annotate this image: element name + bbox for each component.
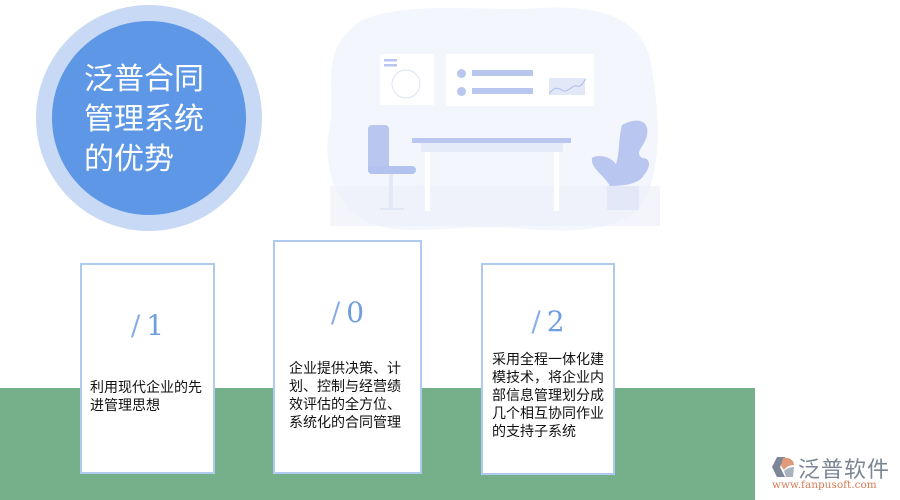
advantage-card-2: /0 企业提供决策、计划、控制与经营绩效评估的全方位、系统化的合同管理 bbox=[273, 240, 422, 474]
fanpu-logo: 泛普软件 www.fanpusoft.com bbox=[768, 452, 900, 496]
fanpu-logo-icon bbox=[772, 457, 794, 477]
slash-decoration: / bbox=[330, 296, 341, 329]
logo-url: www.fanpusoft.com bbox=[772, 479, 877, 491]
card-description: 采用全程一体化建模技术，将企业内部信息管理划分成几个相互协同作业的支持子系统 bbox=[492, 352, 604, 440]
office-illustration bbox=[327, 7, 660, 231]
advantage-card-3: /2 采用全程一体化建模技术，将企业内部信息管理划分成几个相互协同作业的支持子系… bbox=[481, 263, 615, 475]
title-line-1: 泛普合同 bbox=[84, 62, 204, 97]
title-line-2: 管理系统 bbox=[84, 102, 204, 137]
slash-decoration: / bbox=[130, 309, 141, 342]
card-number-value: 2 bbox=[546, 305, 565, 338]
title-circle bbox=[52, 21, 246, 215]
card-description: 企业提供决策、计划、控制与经营绩效评估的全方位、系统化的合同管理 bbox=[289, 361, 401, 431]
page-title: 泛普合同 管理系统 的优势 bbox=[84, 60, 224, 180]
advantage-card-1: /1 利用现代企业的先进管理思想 bbox=[80, 263, 215, 474]
card-number-value: 1 bbox=[146, 309, 165, 342]
card-number: /2 bbox=[483, 305, 613, 338]
card-number-value: 0 bbox=[346, 296, 365, 329]
card-number: /1 bbox=[82, 309, 213, 342]
card-number: /0 bbox=[275, 296, 420, 329]
card-description: 利用现代企业的先进管理思想 bbox=[90, 380, 202, 414]
title-line-3: 的优势 bbox=[84, 142, 174, 177]
slash-decoration: / bbox=[531, 305, 541, 338]
logo-brand-name: 泛普软件 bbox=[798, 458, 891, 483]
